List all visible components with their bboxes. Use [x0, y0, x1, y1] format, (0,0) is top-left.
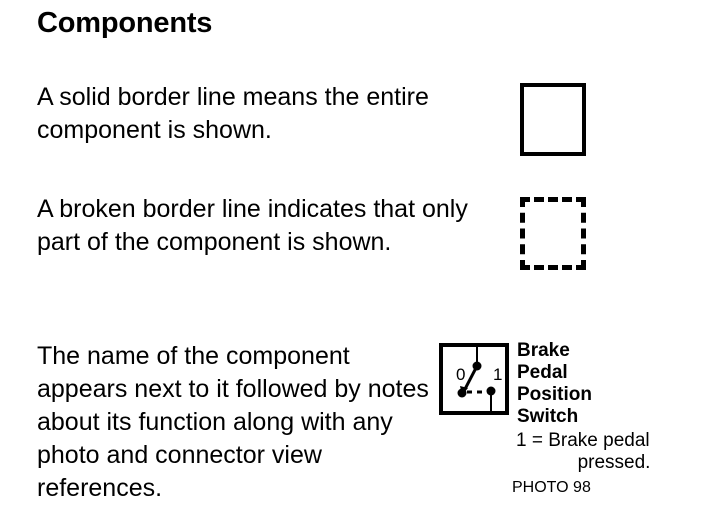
- switch-position-label-1: 1: [493, 365, 503, 384]
- paragraph-solid-border: A solid border line means the entire com…: [37, 83, 429, 144]
- page-title: Components: [37, 7, 213, 39]
- photo-reference-label: PHOTO 98: [512, 479, 591, 496]
- dashed-border-example-box: [520, 197, 586, 270]
- component-note-line-1: 1 = Brake pedal: [516, 430, 650, 451]
- component-function-note: 1 = Brake pedal pressed.: [511, 430, 701, 474]
- paragraph-broken-border: A broken border line indicates that only…: [37, 195, 468, 256]
- paragraph-component-name: The name of the component appears next t…: [37, 342, 429, 502]
- switch-schematic-icon: [457, 347, 496, 411]
- component-note-line-2: pressed.: [577, 452, 651, 473]
- solid-border-example-box: [520, 83, 586, 156]
- brake-pedal-position-switch-symbol: 0 1: [439, 343, 509, 415]
- switch-position-label-0: 0: [456, 365, 466, 384]
